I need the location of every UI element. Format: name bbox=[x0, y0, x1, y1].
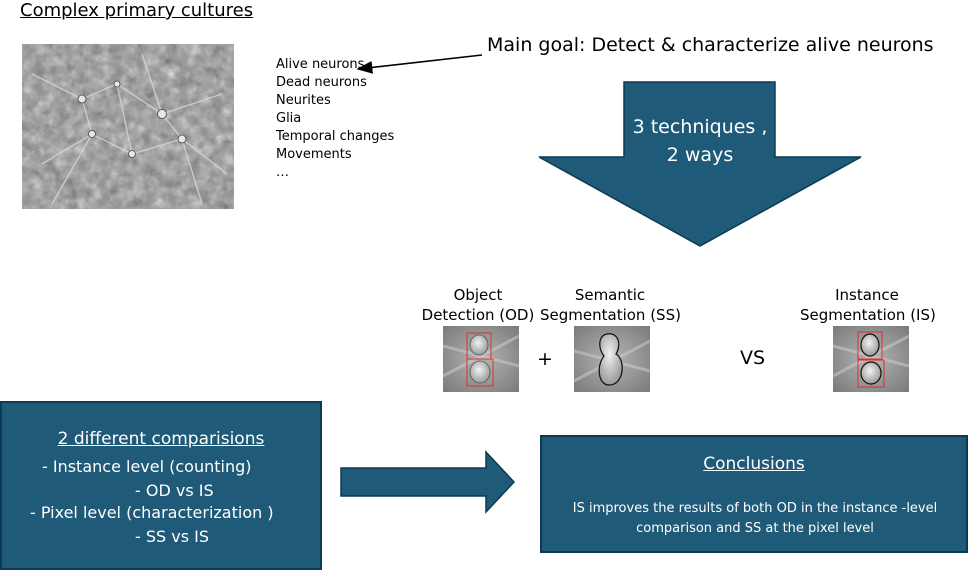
technique-label-line: Object bbox=[453, 286, 503, 304]
technique-label-ss: Semantic Segmentation (SS) bbox=[540, 285, 681, 325]
comparison-line: - Pixel level (characterization ) bbox=[30, 503, 274, 522]
techniques-arrow-line2: 2 ways bbox=[666, 144, 734, 166]
list-item: Neurites bbox=[276, 93, 331, 108]
bbox-od-bottom bbox=[466, 358, 494, 387]
comparisons-title: 2 different comparisions bbox=[57, 429, 265, 449]
list-item: Glia bbox=[276, 111, 302, 126]
technique-label-line: Segmentation (SS) bbox=[540, 306, 681, 324]
technique-label-is: Instance Segmentation (IS) bbox=[800, 285, 936, 325]
list-item: Movements bbox=[276, 147, 352, 162]
ss-example-image bbox=[574, 326, 650, 392]
right-arrow-shape bbox=[340, 450, 516, 514]
technique-label-line: Instance bbox=[835, 286, 899, 304]
technique-label-line: Semantic bbox=[574, 286, 646, 304]
bbox-is-bottom bbox=[857, 359, 885, 388]
comparisons-box: 2 different comparisions - Instance leve… bbox=[0, 401, 322, 570]
comparison-line: - Instance level (counting) bbox=[42, 457, 252, 476]
vs-text: VS bbox=[740, 347, 766, 369]
plus-sign: + bbox=[537, 348, 553, 370]
is-example-image bbox=[833, 326, 909, 392]
main-goal-text: Main goal: Detect & characterize alive n… bbox=[487, 34, 934, 56]
comparison-line: - OD vs IS bbox=[135, 481, 214, 500]
bbox-is-top bbox=[857, 331, 883, 360]
conclusions-box: Conclusions IS improves the results of b… bbox=[540, 435, 968, 553]
page-title: Complex primary cultures bbox=[20, 0, 254, 21]
feature-list: Alive neurons Dead neurons Neurites Glia… bbox=[276, 56, 394, 182]
comparison-line: - SS vs IS bbox=[135, 527, 210, 546]
culture-microscopy-image bbox=[22, 44, 234, 209]
technique-label-line: Segmentation (IS) bbox=[800, 306, 936, 324]
techniques-arrow-text: 3 techniques , 2 ways bbox=[600, 113, 800, 169]
od-example-image bbox=[443, 326, 519, 392]
conclusions-title: Conclusions bbox=[703, 454, 805, 474]
list-item: … bbox=[276, 165, 289, 180]
conclusions-body: IS improves the results of both OD in th… bbox=[572, 501, 938, 536]
list-item: Alive neurons bbox=[276, 57, 365, 72]
list-item: Temporal changes bbox=[276, 129, 395, 144]
techniques-arrow-line1: 3 techniques , bbox=[632, 116, 768, 138]
technique-label-line: Detection (OD) bbox=[421, 306, 535, 324]
ss-mask-outline bbox=[598, 333, 623, 386]
list-item: Dead neurons bbox=[276, 75, 367, 90]
technique-label-od: Object Detection (OD) bbox=[418, 285, 538, 325]
